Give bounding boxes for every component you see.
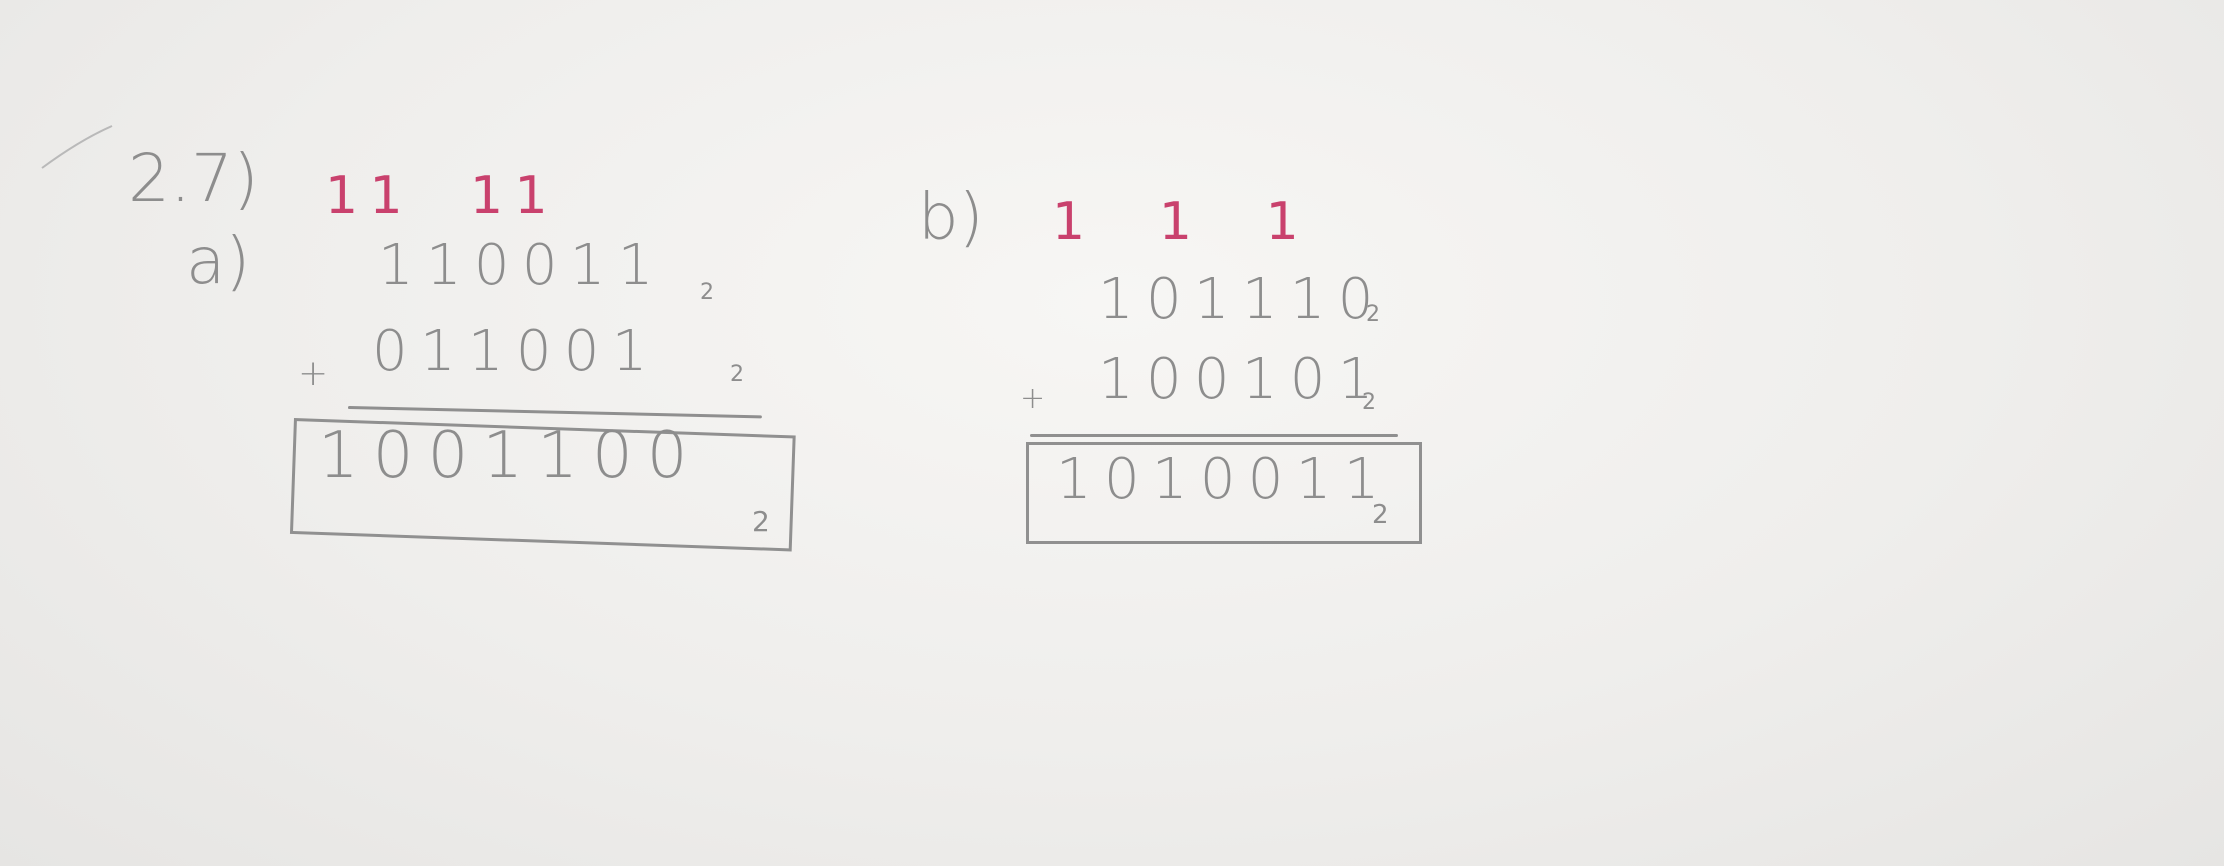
part-b-addend-2-base: 2 xyxy=(1362,390,1376,415)
part-b-sum-line xyxy=(1030,434,1398,437)
part-a-plus-sign: + xyxy=(298,353,329,394)
problem-label: 2.7) xyxy=(128,140,259,217)
part-a-addend-1: 110011 xyxy=(378,233,666,298)
part-a-sum-line xyxy=(347,406,762,419)
pencil-stroke-mark xyxy=(41,125,113,169)
part-a-addend-1-base: 2 xyxy=(700,280,714,305)
part-a-result: 1001100 xyxy=(318,419,702,493)
part-a-carries: 11 11 xyxy=(325,166,560,226)
part-a-addend-2-base: 2 xyxy=(730,362,744,387)
part-b-addend-1: 101110 xyxy=(1098,267,1386,332)
part-b-carries: 1 1 1 xyxy=(1052,192,1328,252)
part-b-result-base: 2 xyxy=(1372,500,1389,530)
part-b-addend-2: 100101 xyxy=(1098,347,1386,412)
part-b-label: b) xyxy=(918,181,984,255)
part-b-addend-1-base: 2 xyxy=(1366,302,1380,327)
part-b-plus-sign: + xyxy=(1020,381,1046,416)
part-a-addend-2: 011001 xyxy=(372,319,660,384)
part-b-result: 1010011 xyxy=(1056,447,1392,512)
part-a-label: a) xyxy=(186,225,251,299)
part-b-result-box xyxy=(1026,442,1422,544)
part-a-result-base: 2 xyxy=(752,505,770,538)
